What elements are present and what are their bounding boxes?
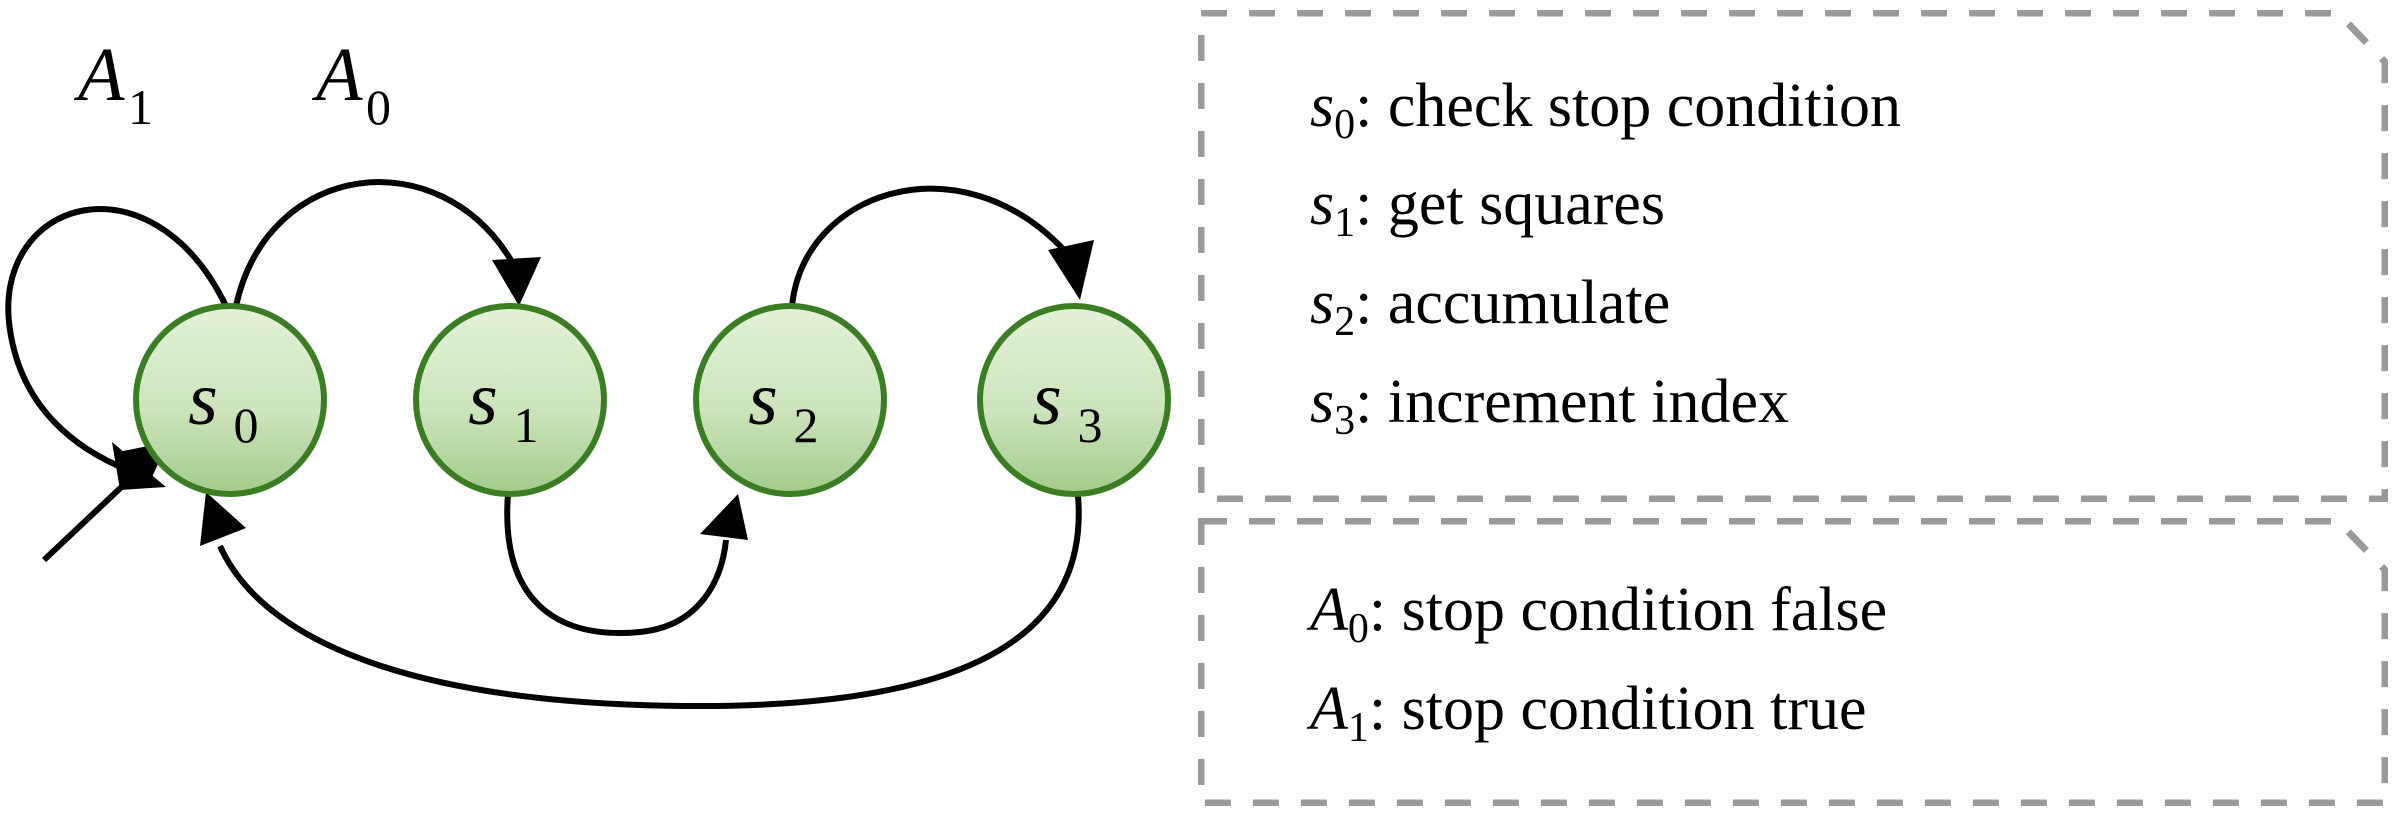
legend-separator: : xyxy=(1355,71,1388,140)
edge-s2-s3-curve xyxy=(789,185,1067,307)
transition-s0-s1 xyxy=(233,179,541,307)
edge-s3-s0-arrowhead xyxy=(200,492,246,546)
state-sublabel-s2: 2 xyxy=(794,397,819,453)
edge-s0-s1-curve xyxy=(233,179,515,307)
state-circle-s3[interactable] xyxy=(977,303,1171,497)
legend-symbol: s xyxy=(1310,269,1335,337)
legend-separator: : xyxy=(1355,367,1388,436)
state-label-s1: s xyxy=(468,357,498,441)
action-legend-row: A1: stop condition true xyxy=(1310,662,2388,761)
edge-s1-s2-curve xyxy=(504,493,729,636)
state-circle-s1[interactable] xyxy=(413,303,607,497)
legend-description: accumulate xyxy=(1387,269,1671,337)
legend-symbol-subscript: 1 xyxy=(1347,704,1369,751)
legend-description: check stop condition xyxy=(1387,71,1901,140)
state-legend-entries: s0: check stop condition s1: get squares… xyxy=(1198,10,2388,502)
action-legend-panel: A0: stop condition false A1: stop condit… xyxy=(1198,518,2388,806)
legend-symbol: A xyxy=(1310,675,1348,743)
legend-symbol-subscript: 3 xyxy=(1334,397,1356,444)
legend-description: get squares xyxy=(1387,170,1666,239)
edge-s3-s0-curve xyxy=(217,495,1082,710)
legend-symbol: s xyxy=(1310,71,1335,140)
edge-s0-self-curve xyxy=(5,206,229,473)
state-circle-s0[interactable] xyxy=(133,303,327,497)
edge-label-A0: A 0 xyxy=(311,33,391,135)
legend-description: stop condition false xyxy=(1401,576,1888,645)
legend-separator: : xyxy=(1368,675,1402,743)
transition-s2-s3 xyxy=(789,185,1094,307)
legend-separator: : xyxy=(1355,269,1388,337)
state-sublabel-s0: 0 xyxy=(234,397,259,453)
state-legend-row: s3: increment index xyxy=(1310,355,2388,454)
state-circle-s2[interactable] xyxy=(693,303,887,497)
state-legend-panel: s0: check stop condition s1: get squares… xyxy=(1198,10,2388,502)
transition-s3-s0 xyxy=(200,492,1082,710)
state-label-s2: s xyxy=(748,357,778,441)
edge-s2-s3-arrowhead xyxy=(1048,240,1094,300)
state-node-s3[interactable]: s 3 xyxy=(977,303,1171,497)
state-sublabel-s1: 1 xyxy=(514,397,539,453)
legend-symbol-subscript: 0 xyxy=(1334,101,1356,148)
legend-description: stop condition true xyxy=(1401,675,1867,743)
legend-symbol: A xyxy=(1310,576,1348,645)
legend-symbol: s xyxy=(1310,170,1335,239)
action-legend-row: A0: stop condition false xyxy=(1310,563,2388,662)
legend-symbol-subscript: 0 xyxy=(1347,606,1369,653)
state-sublabel-s3: 3 xyxy=(1078,397,1103,453)
transition-s0-self xyxy=(5,206,229,490)
state-label-s0: s xyxy=(188,357,218,441)
edge-label-A0-subscript: 0 xyxy=(366,79,391,135)
legend-symbol-subscript: 1 xyxy=(1334,200,1356,247)
edge-label-A0-symbol: A xyxy=(311,33,363,117)
legend-separator: : xyxy=(1355,170,1388,239)
state-node-s2[interactable]: s 2 xyxy=(693,303,887,497)
edge-s0-s1-arrowhead xyxy=(492,257,541,306)
legend-description: increment index xyxy=(1387,367,1789,436)
transition-s1-s2 xyxy=(504,493,748,636)
legend-symbol: s xyxy=(1310,367,1335,436)
edge-label-A1: A 1 xyxy=(73,33,153,135)
state-legend-row: s0: check stop condition xyxy=(1310,59,2388,158)
state-legend-row: s2: accumulate xyxy=(1310,256,2388,355)
state-legend-row: s1: get squares xyxy=(1310,157,2388,256)
state-node-s0[interactable]: s 0 xyxy=(133,303,327,497)
edge-label-A1-subscript: 1 xyxy=(128,79,153,135)
state-label-s3: s xyxy=(1032,357,1062,441)
legend-symbol-subscript: 2 xyxy=(1334,298,1356,345)
edge-s1-s2-arrowhead xyxy=(700,494,748,540)
edge-label-A1-symbol: A xyxy=(73,33,125,117)
state-node-s1[interactable]: s 1 xyxy=(413,303,607,497)
action-legend-entries: A0: stop condition false A1: stop condit… xyxy=(1198,518,2388,806)
edge-s0-self-arrowhead xyxy=(112,442,166,490)
legend-separator: : xyxy=(1368,576,1402,645)
